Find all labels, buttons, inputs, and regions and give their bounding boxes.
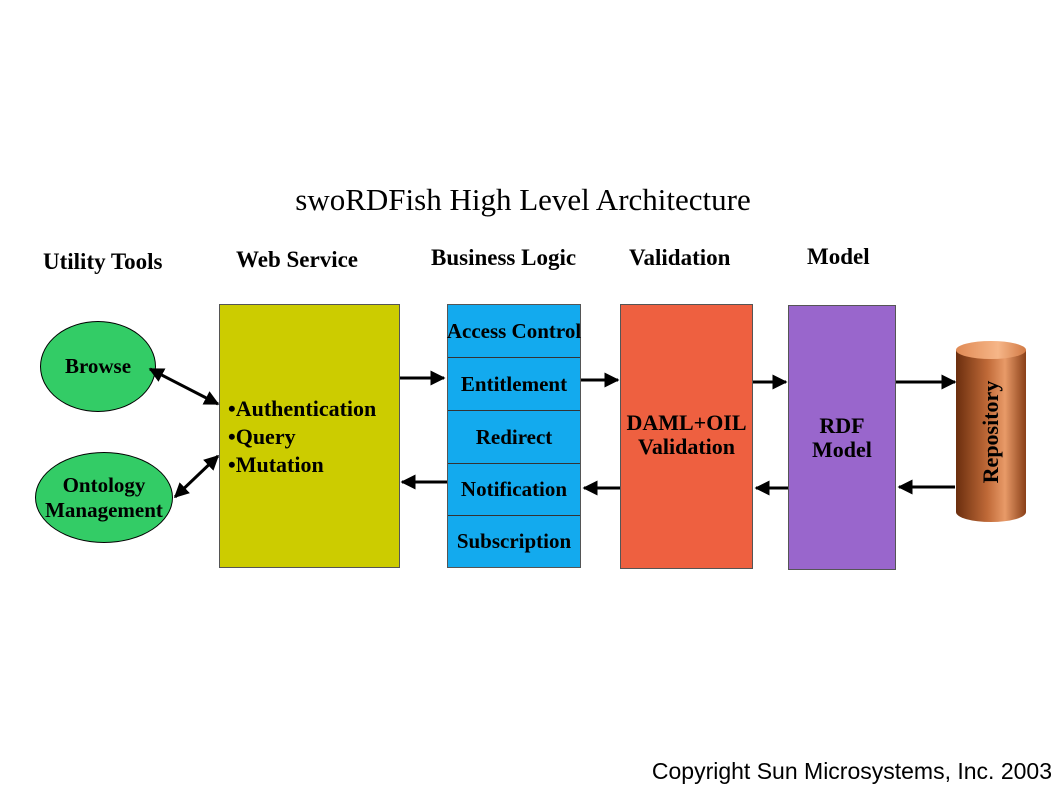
diagram-title: swoRDFish High Level Architecture: [295, 182, 751, 217]
copyright-notice: Copyright Sun Microsystems, Inc. 2003: [651, 758, 1052, 784]
business-logic-box: Access Control Entitlement Redirect Noti…: [447, 304, 581, 568]
ontology-management-tool: Ontology Management: [35, 452, 173, 543]
repository-cylinder: [956, 341, 1026, 522]
validation-label-line2: Validation: [637, 434, 735, 459]
browse-tool: Browse: [40, 321, 156, 412]
business-logic-redirect: Redirect: [448, 411, 580, 464]
validation-label-line1: DAML+OIL: [626, 410, 747, 435]
column-heading-business-logic: Business Logic: [431, 245, 577, 270]
column-heading-utility-tools: Utility Tools: [43, 249, 163, 274]
model-box: RDF Model: [788, 305, 896, 570]
column-heading-validation: Validation: [629, 245, 731, 270]
web-service-list: •Authentication •Query •Mutation: [228, 395, 376, 479]
web-service-item-query: •Query: [228, 424, 296, 449]
validation-box: DAML+OIL Validation: [620, 304, 753, 569]
model-label-line2: Model: [812, 437, 872, 462]
arrow-browse-webservice: [148, 367, 220, 406]
business-logic-notification: Notification: [448, 463, 580, 516]
ontology-label-line1: Ontology: [62, 472, 146, 497]
column-heading-model: Model: [807, 244, 870, 269]
column-heading-web-service: Web Service: [236, 247, 358, 272]
browse-label: Browse: [64, 354, 132, 378]
business-logic-access-control: Access Control: [447, 305, 581, 358]
business-logic-entitlement: Entitlement: [448, 358, 580, 411]
arrow-ontology-webservice: [173, 454, 220, 499]
web-service-item-authentication: •Authentication: [228, 396, 377, 421]
web-service-box: [219, 304, 400, 568]
model-label-line1: RDF: [819, 413, 865, 438]
web-service-item-mutation: •Mutation: [228, 452, 324, 477]
business-logic-subscription: Subscription: [456, 528, 572, 553]
ontology-label-line2: Management: [45, 497, 163, 522]
